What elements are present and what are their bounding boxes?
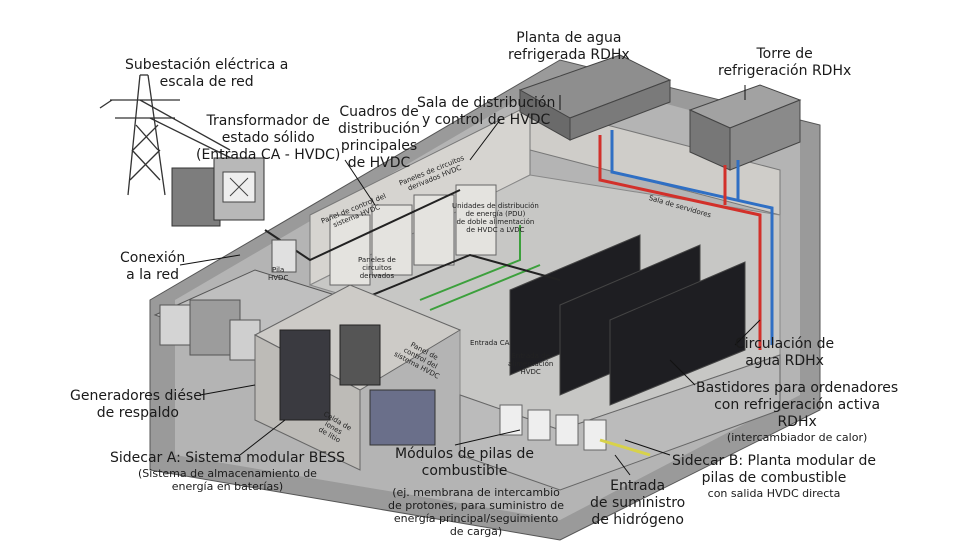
hydrogen-label: Entrada de suministro de hidrógeno — [590, 478, 685, 529]
hvdc-panels-line-1: Cuadros de — [338, 104, 420, 121]
pdu-line-3: de doble alimentación — [452, 218, 539, 226]
hydrogen-line-2: de suministro — [590, 495, 685, 512]
diesel-line-2: de respaldo — [70, 405, 206, 422]
sidecar-a-title: Sidecar A: Sistema modular BESS — [110, 450, 345, 467]
substation-line-1: Subestación eléctrica a — [125, 57, 288, 74]
racks-line-2: con refrigeración activa — [696, 397, 898, 414]
hvdc-room-line-1: Sala de distribución — [417, 95, 555, 112]
fuel-cells-sub-1: (ej. membrana de intercambio — [388, 486, 564, 499]
racks-sub: (intercambiador de calor) — [696, 431, 898, 444]
fuel-cells-sub-3: energía principal/seguimiento — [388, 512, 564, 525]
sidecar-b-label: Sidecar B: Planta modular de pilas de co… — [672, 453, 876, 500]
sidecar-a-sub-1: (Sistema de almacenamiento de — [110, 467, 345, 480]
racks-label: Bastidores para ordenadores con refriger… — [696, 380, 898, 444]
sidecar-b-line-1: Sidecar B: Planta modular de — [672, 453, 876, 470]
water-circulation-line-2: agua RDHx — [735, 353, 834, 370]
hvdc-panels-line-3: principales — [338, 138, 420, 155]
sidecar-b-line-2: pilas de combustible — [672, 470, 876, 487]
pdu-line-1: Unidades de distribución — [452, 202, 539, 210]
hvdc-pile-line-1: Pila — [268, 266, 288, 274]
hvdc-room-label: Sala de distribución y control de HVDC — [417, 95, 555, 129]
chilled-water-line-2: refrigerada RDHx — [508, 47, 630, 64]
racks-line-1: Bastidores para ordenadores — [696, 380, 898, 397]
hvdc-feed-1: Entrada de — [508, 352, 553, 360]
diesel-label: Generadores diésel de respaldo — [70, 388, 206, 422]
chilled-water-line-1: Planta de agua — [508, 30, 630, 47]
hvdc-pile-line-2: HVDC — [268, 274, 288, 282]
grid-line-1: Conexión — [120, 250, 185, 267]
entrada-ca-label: Entrada CA — [470, 339, 509, 347]
hvdc-panels-label: Cuadros de distribución principales de H… — [338, 104, 420, 172]
grid-connection-label: Conexión a la red — [120, 250, 185, 284]
substation-label: Subestación eléctrica a escala de red — [125, 57, 288, 91]
fuel-cells-sub-2: de protones, para suministro de — [388, 499, 564, 512]
hydrogen-line-1: Entrada — [590, 478, 685, 495]
hvdc-feed-2: alimentación — [508, 360, 553, 368]
hvdc-feed-3: HVDC — [508, 368, 553, 376]
sidecar-a-sub-2: energía en baterías) — [110, 480, 345, 493]
fuel-cells-line-1: Módulos de pilas de — [395, 446, 534, 463]
hvdc-panels-line-4: de HVDC — [338, 155, 420, 172]
branch-panels-label: Paneles de circuitos derivados — [358, 256, 396, 280]
fuel-cells-line-2: combustible — [395, 463, 534, 480]
entrada-ca-text: Entrada CA — [470, 339, 509, 347]
diesel-line-1: Generadores diésel — [70, 388, 206, 405]
transformer-unit — [172, 158, 264, 226]
cooling-tower-line-1: Torre de — [718, 46, 851, 63]
cooling-tower-line-2: refrigeración RDHx — [718, 63, 851, 80]
transformer-line-3: (Entrada CA - HVDC) — [196, 147, 340, 164]
substation-line-2: escala de red — [125, 74, 288, 91]
sidecar-a-label: Sidecar A: Sistema modular BESS (Sistema… — [110, 450, 345, 493]
hvdc-panels-line-2: distribución — [338, 121, 420, 138]
water-circulation-line-1: Circulación de — [735, 336, 834, 353]
pdu-label: Unidades de distribución de energía (PDU… — [452, 202, 539, 234]
sidecar-b-sub: con salida HVDC directa — [672, 487, 876, 500]
pdu-line-4: de HVDC a LVDC — [452, 226, 539, 234]
transformer-label: Transformador de estado sólido (Entrada … — [196, 113, 340, 164]
hydrogen-line-3: de hidrógeno — [590, 512, 685, 529]
fuel-cells-label: Módulos de pilas de combustible — [395, 446, 534, 480]
branch-line-2: circuitos — [358, 264, 396, 272]
fuel-cells-sub-label: (ej. membrana de intercambio de protones… — [388, 486, 564, 538]
pdu-line-2: de energía (PDU) — [452, 210, 539, 218]
racks-line-3: RDHx — [696, 414, 898, 431]
branch-line-3: derivados — [358, 272, 396, 280]
cooling-tower-label: Torre de refrigeración RDHx — [718, 46, 851, 80]
branch-line-1: Paneles de — [358, 256, 396, 264]
hvdc-feed-label: Entrada de alimentación HVDC — [508, 352, 553, 376]
water-circulation-label: Circulación de agua RDHx — [735, 336, 834, 370]
transformer-line-2: estado sólido — [196, 130, 340, 147]
transformer-line-1: Transformador de — [196, 113, 340, 130]
hvdc-pile-label: Pila HVDC — [268, 266, 288, 282]
chilled-water-label: Planta de agua refrigerada RDHx — [508, 30, 630, 64]
grid-line-2: a la red — [120, 267, 185, 284]
hvdc-room-line-2: y control de HVDC — [417, 112, 555, 129]
fuel-cells-sub-4: de carga) — [388, 525, 564, 538]
